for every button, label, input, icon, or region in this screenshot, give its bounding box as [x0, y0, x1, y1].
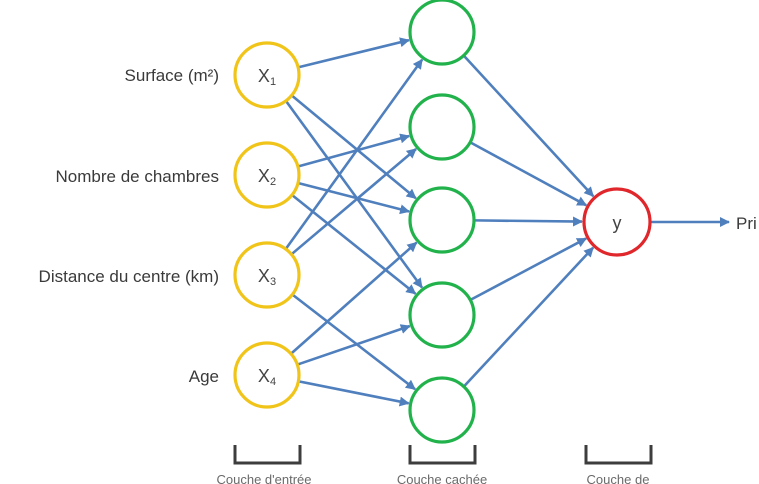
- hidden-layer-label: Couche cachée: [397, 472, 487, 484]
- edge-x1-h3: [291, 95, 417, 200]
- layer-brackets: Couche d'entrée Couche cachée Couche de: [217, 445, 653, 484]
- edge-h1-y: [463, 55, 595, 198]
- input-layer-bracket: [233, 445, 302, 465]
- output-node: y: [582, 187, 652, 257]
- input-label-surface: Surface (m²): [125, 66, 219, 85]
- output-layer-label: Couche de: [587, 472, 650, 484]
- svg-text:X2: X2: [258, 166, 276, 188]
- input-label-age: Age: [189, 367, 219, 386]
- hidden-node-3: [408, 186, 476, 254]
- hidden-layer-bracket: [408, 445, 477, 465]
- input-node-x1: X1: [233, 41, 301, 109]
- edge-h3-y: [474, 216, 584, 227]
- svg-text:X1: X1: [258, 66, 276, 88]
- edge-x4-h5: [299, 380, 410, 407]
- hidden-node-5: [408, 376, 476, 444]
- input-label-distance: Distance du centre (km): [39, 267, 219, 286]
- hidden-node-1: [408, 0, 476, 66]
- edge-h5-y: [463, 246, 595, 387]
- connections: [285, 37, 730, 407]
- input-label-chambres: Nombre de chambres: [56, 167, 219, 186]
- hidden-node-4: [408, 281, 476, 349]
- hidden-node-2: [408, 93, 476, 161]
- svg-text:X4: X4: [258, 366, 276, 388]
- output-target-label: Pri: [736, 214, 757, 233]
- edge-x4-h4: [297, 324, 411, 366]
- edge-x2-h4: [291, 194, 417, 295]
- svg-text:X3: X3: [258, 266, 276, 288]
- edge-x2-h2: [298, 133, 411, 168]
- edge-h4-y: [470, 237, 587, 301]
- edge-h2-y: [470, 141, 588, 207]
- input-node-x2: X2: [233, 141, 301, 209]
- edge-x4-h3: [290, 241, 418, 355]
- edge-x3-h5: [292, 294, 416, 391]
- edge-x3-h1: [285, 58, 424, 249]
- input-layer-label: Couche d'entrée: [217, 472, 312, 484]
- input-node-x4: X4: [233, 341, 301, 409]
- output-layer-bracket: [584, 445, 653, 465]
- output-node-label: y: [613, 213, 622, 233]
- hidden-layer: [408, 0, 476, 444]
- input-node-x3: X3: [233, 241, 301, 309]
- edge-x2-h3: [298, 181, 411, 215]
- input-layer: X1 X2 X3 X4: [233, 41, 301, 409]
- edge-x1-h1: [298, 37, 410, 69]
- edge-x1-h4: [285, 100, 424, 289]
- edge-x3-h2: [291, 147, 417, 255]
